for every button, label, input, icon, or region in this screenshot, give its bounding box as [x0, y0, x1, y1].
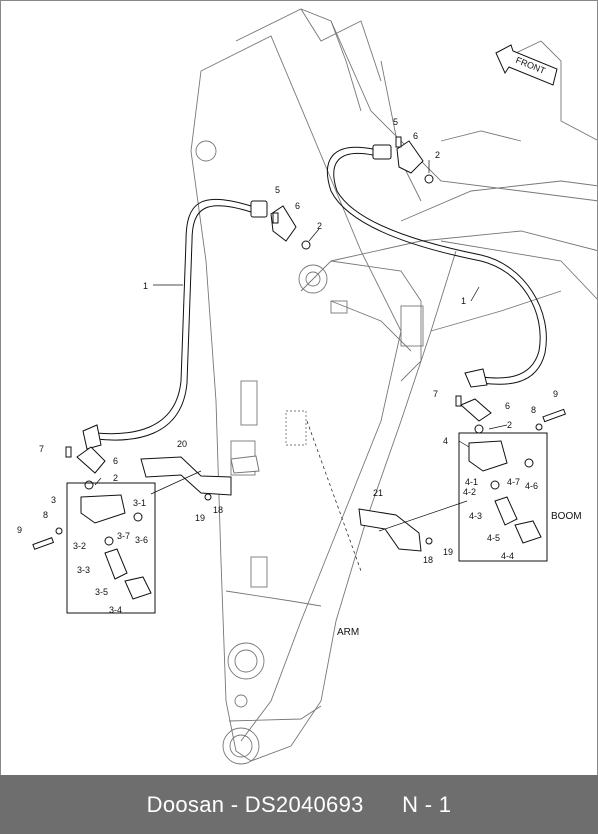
- callout-20: 20: [177, 439, 187, 449]
- brackets: [140, 455, 422, 552]
- callout-18: 18: [213, 505, 223, 515]
- front-arrow-icon: FRONT: [495, 44, 558, 86]
- callout-6: 6: [295, 201, 300, 211]
- callout-labels: ARM BOOM 1 1 2 2 2 2 3 3-1 3-2 3-3 3-4 3…: [17, 117, 582, 638]
- arm-structure: [190, 8, 597, 765]
- callout-7: 7: [39, 444, 44, 454]
- callout-2: 2: [113, 473, 118, 483]
- callout-8: 8: [43, 510, 48, 520]
- fittings: [32, 136, 567, 600]
- callout-7: 7: [433, 389, 438, 399]
- hoses: [95, 146, 547, 441]
- callout-2: 2: [435, 150, 440, 160]
- callout-2: 2: [507, 420, 512, 430]
- detail-boxes: [66, 432, 548, 614]
- callout-4-2: 4-2: [463, 487, 476, 497]
- callout-3-3: 3-3: [77, 565, 90, 575]
- callout-3-5: 3-5: [95, 587, 108, 597]
- callout-6: 6: [113, 456, 118, 466]
- callout-8: 8: [531, 405, 536, 415]
- diagram-frame: FRONT ARM BOOM 1 1 2 2 2 2 3 3-1 3-2 3-3…: [0, 0, 598, 776]
- callout-5: 5: [393, 117, 398, 127]
- callout-19: 19: [195, 513, 205, 523]
- footer-separator: -: [224, 791, 245, 817]
- callout-3-4: 3-4: [109, 605, 122, 615]
- callout-4-6: 4-6: [525, 481, 538, 491]
- callout-4-4: 4-4: [501, 551, 514, 561]
- callout-3-6: 3-6: [135, 535, 148, 545]
- callout-4-7: 4-7: [507, 477, 520, 487]
- arm-label: ARM: [337, 627, 359, 638]
- callout-4-3: 4-3: [469, 511, 482, 521]
- footer-brand: Doosan: [146, 791, 225, 817]
- callout-3: 3: [51, 495, 56, 505]
- callout-21: 21: [373, 488, 383, 498]
- callout-1: 1: [461, 296, 466, 306]
- callout-3-7: 3-7: [117, 531, 130, 541]
- footer-bar: Doosan - DS2040693 N - 1: [0, 775, 598, 834]
- parts-diagram: FRONT ARM BOOM 1 1 2 2 2 2 3 3-1 3-2 3-3…: [17, 8, 597, 765]
- callout-1: 1: [143, 281, 148, 291]
- callout-4-1: 4-1: [465, 477, 478, 487]
- callout-9: 9: [553, 389, 558, 399]
- callout-4-5: 4-5: [487, 533, 500, 543]
- leader-lines: [94, 160, 508, 572]
- footer-page: N - 1: [402, 791, 452, 817]
- callout-4: 4: [443, 436, 448, 446]
- footer-gap: [364, 792, 402, 818]
- callout-6: 6: [505, 401, 510, 411]
- callout-6: 6: [413, 131, 418, 141]
- boom-label: BOOM: [551, 511, 582, 522]
- callout-3-1: 3-1: [133, 498, 146, 508]
- callout-18: 18: [423, 555, 433, 565]
- footer-part-number: DS2040693: [244, 791, 364, 817]
- callout-2: 2: [317, 221, 322, 231]
- callout-3-2: 3-2: [73, 541, 86, 551]
- callout-5: 5: [275, 185, 280, 195]
- callout-9: 9: [17, 525, 22, 535]
- callout-19: 19: [443, 547, 453, 557]
